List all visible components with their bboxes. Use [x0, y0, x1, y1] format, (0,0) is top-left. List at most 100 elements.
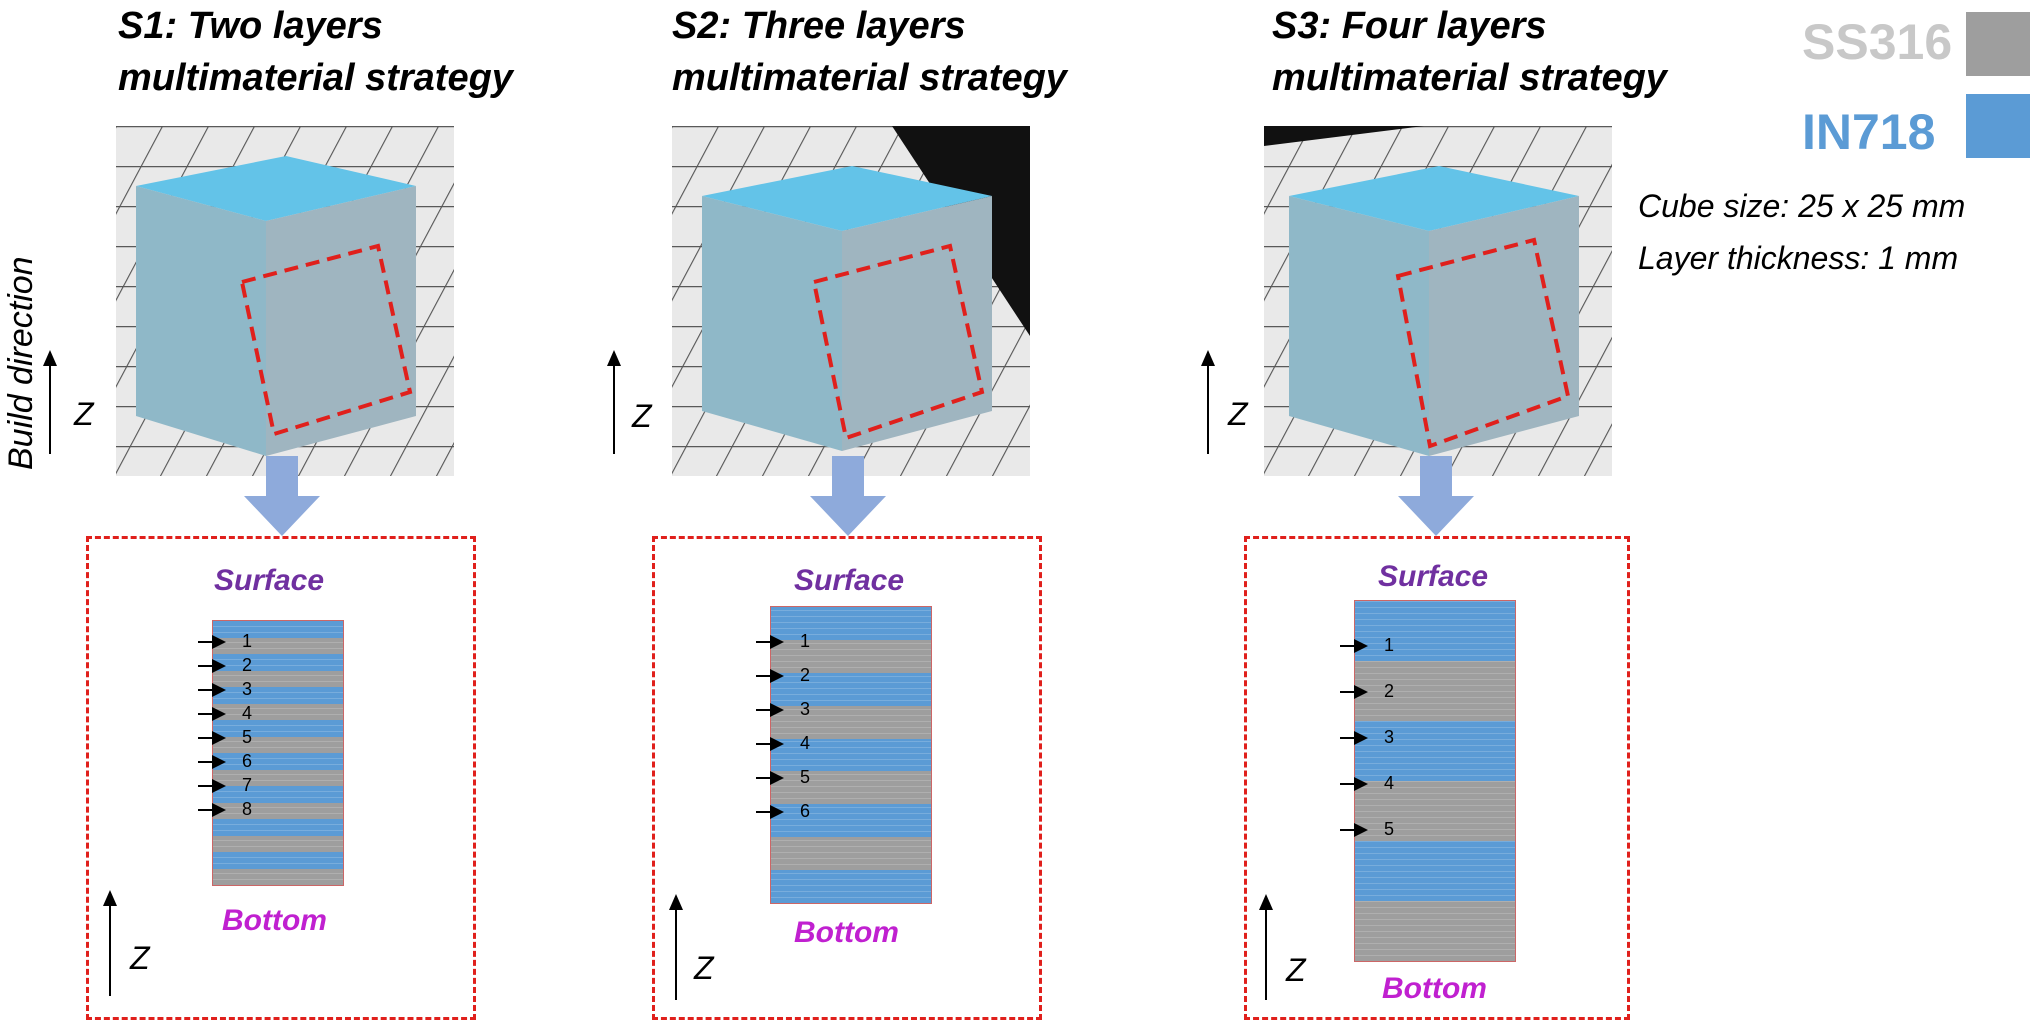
layer-band — [1355, 901, 1515, 961]
layer-band — [213, 819, 343, 837]
detail-box-s2 — [652, 536, 1042, 1020]
marker-arrow — [198, 659, 226, 673]
layer-band — [771, 607, 931, 641]
layer-band — [213, 753, 343, 771]
marker-number: 4 — [1384, 773, 1395, 793]
marker-number: 3 — [242, 679, 253, 699]
bottom-label-s2: Bottom — [794, 916, 899, 949]
panel-3-title-line1: S3: Four layers — [1272, 5, 1547, 47]
layer-band — [771, 738, 931, 773]
layer-band — [213, 736, 343, 754]
down-arrow-s3 — [1398, 456, 1474, 536]
marker-arrow — [1340, 639, 1368, 653]
panel-1-title: S1: Two layers multimaterial strategy — [118, 0, 513, 104]
detail-z-label-s2: Z — [694, 950, 714, 986]
cube-highlight-s3 — [1395, 237, 1571, 449]
cube-photo-s3 — [1264, 126, 1612, 476]
panel-3-title: S3: Four layers multimaterial strategy — [1272, 0, 1667, 104]
down-arrow-s1 — [244, 456, 320, 536]
cube-size-note: Cube size: 25 x 25 mm — [1638, 188, 1966, 224]
layer-band — [771, 837, 931, 872]
cube-photo-s2 — [672, 126, 1030, 476]
layer-band — [213, 621, 343, 639]
layer-band — [213, 852, 343, 870]
layer-band — [213, 868, 343, 885]
marker-number: 2 — [242, 655, 253, 675]
detail-box-s1 — [86, 536, 476, 1020]
marker-number: 5 — [242, 727, 253, 747]
layer-band — [771, 870, 931, 903]
marker-number: 8 — [242, 799, 253, 819]
marker-number: 1 — [242, 631, 253, 651]
layer-band — [213, 637, 343, 655]
layer-band — [1355, 721, 1515, 782]
marker-number: 6 — [800, 801, 811, 821]
detail-z-label-s1: Z — [130, 940, 150, 976]
marker-arrow — [1340, 777, 1368, 791]
cube-photo-s1 — [116, 126, 454, 476]
cube-highlight-s1 — [239, 243, 413, 437]
layer-band — [213, 670, 343, 688]
layer-band — [771, 804, 931, 839]
marker-number: 2 — [800, 665, 811, 685]
marker-number: 1 — [800, 631, 811, 651]
layer-band — [213, 769, 343, 787]
legend-in718-label: IN718 — [1802, 104, 1936, 160]
cube-z-arrow-s2 — [607, 350, 621, 454]
marker-arrow — [756, 703, 784, 717]
surface-label-s3: Surface — [1378, 560, 1489, 593]
layer-band — [771, 672, 931, 707]
marker-arrow — [756, 805, 784, 819]
marker-arrow — [756, 635, 784, 649]
layer-stack-s1 — [212, 620, 344, 886]
marker-arrow — [198, 755, 226, 769]
layer-band — [1355, 601, 1515, 662]
bottom-label-s3: Bottom — [1382, 972, 1487, 1005]
marker-number: 3 — [800, 699, 811, 719]
cube-z-arrow-s1 — [43, 350, 57, 454]
marker-arrow — [756, 669, 784, 683]
layer-band — [213, 703, 343, 721]
layer-band — [1355, 781, 1515, 842]
layer-band — [771, 639, 931, 674]
marker-number: 5 — [800, 767, 811, 787]
detail-box-s3 — [1244, 536, 1630, 1020]
bottom-label-s1: Bottom — [222, 904, 327, 937]
marker-arrow — [756, 771, 784, 785]
cube-z-arrow-s3 — [1201, 350, 1215, 454]
layer-band — [771, 771, 931, 806]
marker-arrow — [1340, 731, 1368, 745]
legend-in718-swatch — [1966, 94, 2030, 158]
marker-number: 2 — [1384, 681, 1395, 701]
legend-ss316-label: SS316 — [1802, 14, 1953, 70]
marker-number: 5 — [1384, 819, 1395, 839]
down-arrow-s2 — [810, 456, 886, 536]
detail-z-arrow-s2 — [669, 894, 683, 1000]
panel-3-title-line2: multimaterial strategy — [1272, 57, 1667, 99]
marker-arrow — [198, 635, 226, 649]
surface-label-s2: Surface — [794, 564, 905, 597]
layer-band — [771, 705, 931, 740]
layer-band — [1355, 661, 1515, 722]
marker-arrow — [198, 683, 226, 697]
layer-thickness-note: Layer thickness: 1 mm — [1638, 240, 1959, 276]
layer-band — [1355, 841, 1515, 902]
detail-z-arrow-s1 — [103, 890, 117, 996]
build-direction-label: Build direction — [2, 256, 40, 470]
surface-label-s1: Surface — [214, 564, 325, 597]
layer-band — [213, 835, 343, 853]
cube-highlight-s2 — [811, 243, 985, 441]
marker-arrow — [198, 731, 226, 745]
cube-z-label-s3: Z — [1228, 396, 1248, 432]
marker-number: 7 — [242, 775, 253, 795]
layer-stack-s2 — [770, 606, 932, 904]
marker-arrow — [1340, 823, 1368, 837]
marker-number: 4 — [242, 703, 253, 723]
layer-band — [213, 654, 343, 672]
marker-number: 1 — [1384, 635, 1395, 655]
detail-z-arrow-s3 — [1259, 894, 1273, 1000]
panel-2-title: S2: Three layers multimaterial strategy — [672, 0, 1067, 104]
